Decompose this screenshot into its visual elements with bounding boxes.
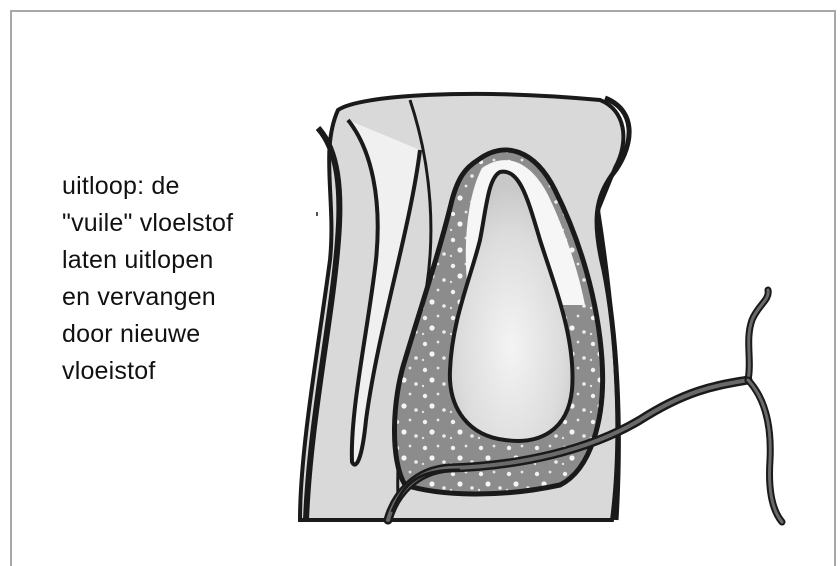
speck bbox=[316, 212, 318, 216]
y-connector-upper bbox=[748, 290, 768, 380]
y-connector-lower bbox=[748, 380, 782, 522]
